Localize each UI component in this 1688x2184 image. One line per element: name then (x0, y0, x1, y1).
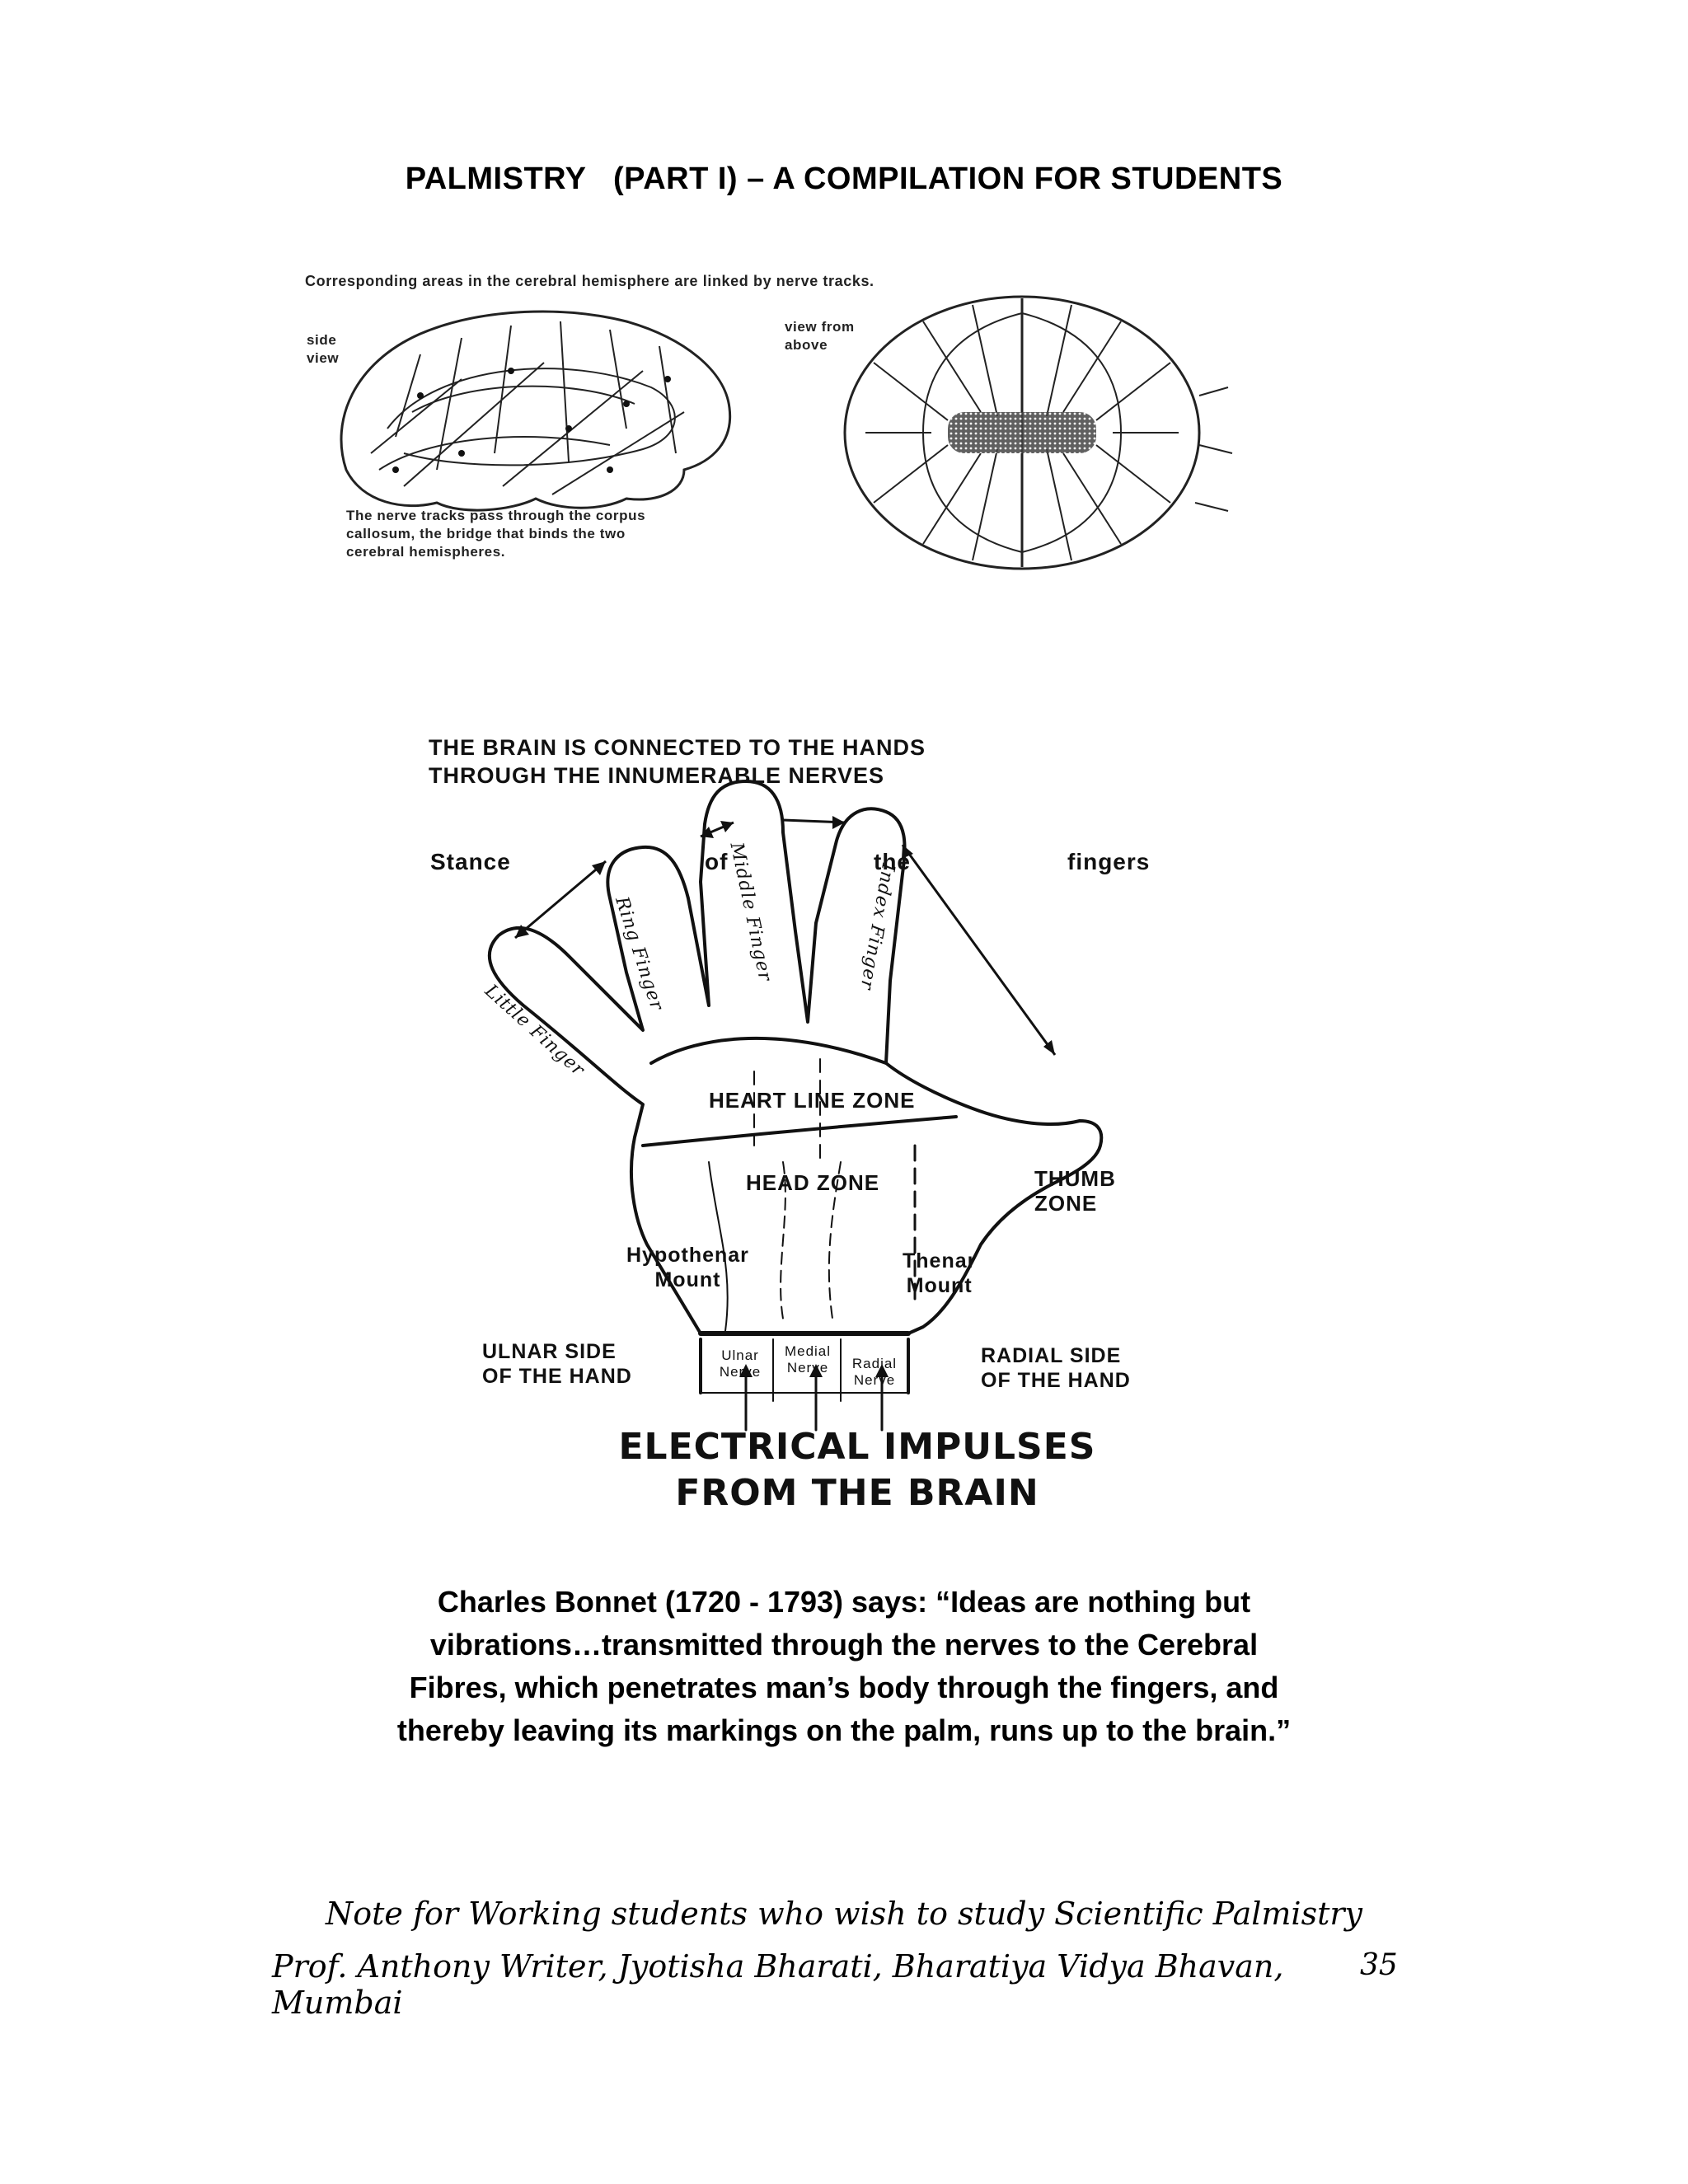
page-number: 35 (1360, 1948, 1398, 1982)
hand-diagram-drawing (487, 780, 1104, 1432)
hand-heading: THE BRAIN IS CONNECTED TO THE HANDS THRO… (429, 735, 926, 788)
thenar-mount-label: Thenar Mount (903, 1249, 977, 1297)
stance-word-1: Stance (430, 849, 511, 874)
quote-line: Charles Bonnet (1720 - 1793) says: “Idea… (437, 1585, 1251, 1619)
footer-author: Prof. Anthony Writer, Jyotisha Bharati, … (272, 1948, 1284, 2021)
side-view-label: side view (307, 332, 340, 366)
brain-diagram-drawing (340, 295, 1233, 570)
head-zone-label: HEAD ZONE (746, 1170, 880, 1195)
quote-line: vibrations…transmitted through the nerve… (429, 1628, 1259, 1661)
brain-caption-bottom: The nerve tracks pass through the corpus… (346, 508, 646, 560)
medial-nerve-label: Medial Nerve (784, 1343, 832, 1376)
footer-note: Note for Working students who wish to st… (326, 1896, 1362, 1932)
electrical-impulses-label: ELECTRICAL IMPULSES FROM THE BRAIN (618, 1426, 1096, 1514)
brain-figure: Corresponding areas in the cerebral hemi… (297, 264, 1253, 593)
stance-word-4: fingers (1067, 849, 1151, 874)
thumb-zone-label: THUMB ZONE (1034, 1166, 1116, 1216)
quote-line: Fibres, which penetrates man’s body thro… (409, 1671, 1279, 1704)
view-from-above-label: view from above (785, 319, 855, 353)
brain-caption-top: Corresponding areas in the cerebral hemi… (305, 273, 874, 289)
heart-line-zone-label: HEART LINE ZONE (709, 1088, 916, 1113)
ulnar-nerve-label: Ulnar Nerve (719, 1347, 762, 1380)
ulnar-side-label: ULNAR SIDE OF THE HAND (482, 1340, 632, 1388)
quote-line: thereby leaving its markings on the palm… (396, 1713, 1292, 1747)
hypothenar-mount-label: Hypothenar Mount (626, 1244, 749, 1291)
stance-word-2: of (705, 849, 729, 874)
charles-bonnet-quote: Charles Bonnet (1720 - 1793) says: “Idea… (0, 1581, 1688, 1752)
hand-figure: THE BRAIN IS CONNECTED TO THE HANDS THRO… (429, 733, 1294, 1525)
page-title: PALMISTRY (PART I) – A COMPILATION FOR S… (405, 162, 1283, 196)
radial-nerve-label: Radial Nerve (851, 1356, 898, 1388)
radial-side-label: RADIAL SIDE OF THE HAND (981, 1344, 1131, 1392)
stance-word-3: the (874, 849, 911, 874)
